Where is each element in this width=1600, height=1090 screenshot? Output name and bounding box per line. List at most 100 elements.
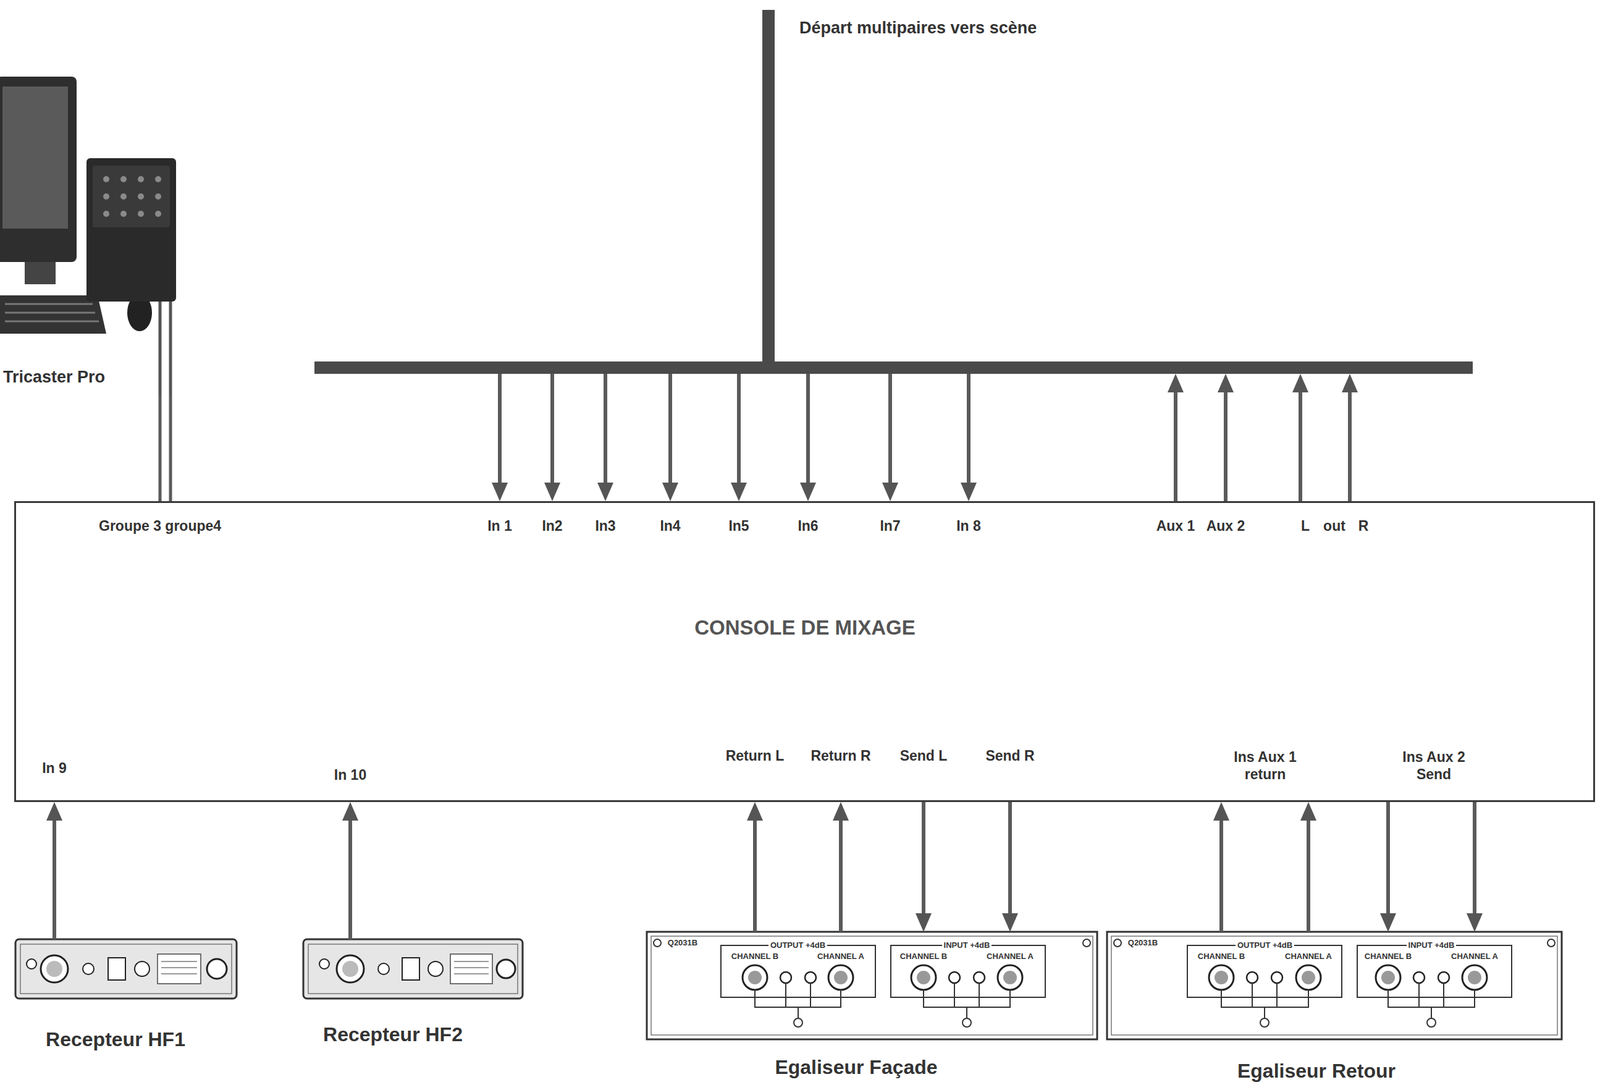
xlr-connector xyxy=(1208,964,1234,990)
panel-label: CHANNEL A xyxy=(1451,951,1499,962)
jack-socket xyxy=(82,963,94,975)
cube-dot xyxy=(155,193,162,200)
arrow-head xyxy=(1167,373,1184,393)
antenna-socket xyxy=(496,959,516,978)
panel-label: CHANNEL A xyxy=(1284,951,1332,962)
ground-wiring xyxy=(754,982,841,1019)
power-socket xyxy=(26,958,37,969)
xlr-connector xyxy=(828,964,854,990)
panel-label: CHANNEL B xyxy=(1364,951,1412,962)
socket xyxy=(428,961,443,977)
port-label: Ins Aux 2 Send xyxy=(1393,748,1474,783)
jack-socket xyxy=(378,963,390,975)
switch xyxy=(108,957,126,980)
port-label: Aux 1 xyxy=(1156,517,1196,535)
port-label: In 9 xyxy=(42,759,67,778)
receiver-node: Recepteur HF2 xyxy=(303,938,523,1057)
xlr-core xyxy=(1467,970,1482,985)
ground-screw xyxy=(1427,1018,1436,1027)
connector-line xyxy=(966,373,971,484)
bus-label: Départ multipaires vers scène xyxy=(799,17,1037,38)
equalizer-panel xyxy=(1107,931,1562,1040)
tricaster-illustration xyxy=(0,76,177,396)
panel-label: CHANNEL B xyxy=(731,951,779,962)
arrow-head xyxy=(597,482,614,502)
arrow-head xyxy=(342,801,359,821)
computer-node: Tricaster Pro xyxy=(0,67,186,396)
connector-line xyxy=(169,395,173,502)
xlr-core xyxy=(1381,970,1395,985)
panel-label: INPUT +4dB xyxy=(1406,940,1457,951)
panel-label: INPUT +4dB xyxy=(942,940,993,951)
signal-connector xyxy=(960,373,977,502)
rack-hole xyxy=(653,938,662,947)
connector-line xyxy=(1347,391,1352,502)
label-sticker xyxy=(450,953,493,984)
signal-connector xyxy=(1466,801,1483,932)
port-label: Groupe 3 groupe4 xyxy=(98,517,222,535)
port-label: In3 xyxy=(594,517,616,535)
xlr-core xyxy=(46,960,63,977)
sticker-lines xyxy=(454,961,489,974)
connector-line xyxy=(1008,801,1012,915)
rack-hole xyxy=(1113,938,1122,947)
connector-line xyxy=(1173,391,1178,502)
signal-connector xyxy=(882,373,899,502)
connector-line xyxy=(921,801,926,915)
arrow-head xyxy=(544,482,561,502)
cube-dot xyxy=(103,176,110,183)
cube-dot xyxy=(120,210,127,217)
port-label: out xyxy=(1323,517,1346,535)
panel-label: OUTPUT +4dB xyxy=(1235,940,1295,951)
cube-dots xyxy=(103,176,162,217)
port-label: Ins Aux 1 return xyxy=(1225,748,1306,783)
xlr-connector xyxy=(1296,964,1321,990)
switch xyxy=(402,957,420,980)
connector-line xyxy=(1223,391,1228,502)
port-label: Send R xyxy=(985,747,1035,765)
cable xyxy=(160,301,171,396)
ground-screw xyxy=(962,1018,972,1027)
xlr-connector xyxy=(40,955,68,983)
cube-dot xyxy=(103,193,110,200)
jack-socket xyxy=(1413,971,1425,983)
output-block xyxy=(720,945,876,998)
xlr-core xyxy=(748,970,762,985)
signal-connector xyxy=(1292,373,1309,502)
xlr-core xyxy=(1214,970,1229,985)
rack-hole xyxy=(1082,938,1091,947)
jack-socket xyxy=(948,971,960,983)
port-label: L xyxy=(1301,517,1310,535)
connector-line xyxy=(838,819,843,932)
arrow-head xyxy=(832,801,849,821)
panel-body xyxy=(646,931,1098,1040)
cube-dot xyxy=(137,193,144,200)
cube-face xyxy=(92,165,170,228)
sticker-lines xyxy=(161,961,198,974)
xlr-connector xyxy=(1462,964,1487,990)
cube-dot xyxy=(155,210,162,217)
port-label: In7 xyxy=(879,517,901,535)
arrow-head xyxy=(1341,373,1358,393)
arrow-head xyxy=(46,801,63,821)
equalizer-node: Q2031BCHANNEL BOUTPUT +4dBCHANNEL ACHANN… xyxy=(646,931,1098,1080)
arrow-head xyxy=(1213,801,1230,821)
panel-inner xyxy=(1111,935,1558,1035)
arrow-head xyxy=(960,482,977,502)
equalizer-node: Q2031BCHANNEL BOUTPUT +4dBCHANNEL ACHANN… xyxy=(1107,931,1562,1087)
jack-socket xyxy=(804,971,817,983)
port-label: In4 xyxy=(659,517,681,535)
console-title: CONSOLE DE MIXAGE xyxy=(694,615,916,640)
video-cube xyxy=(86,158,177,302)
panel-label: CHANNEL B xyxy=(900,951,948,962)
connector-line xyxy=(348,819,353,939)
keyboard-keys xyxy=(4,303,99,322)
port-label: In5 xyxy=(728,517,749,535)
equalizer-panel xyxy=(646,931,1098,1040)
xlr-connector xyxy=(1375,964,1401,990)
arrow-head xyxy=(730,482,747,502)
signal-connector xyxy=(1213,801,1230,932)
connector-line xyxy=(497,373,502,484)
